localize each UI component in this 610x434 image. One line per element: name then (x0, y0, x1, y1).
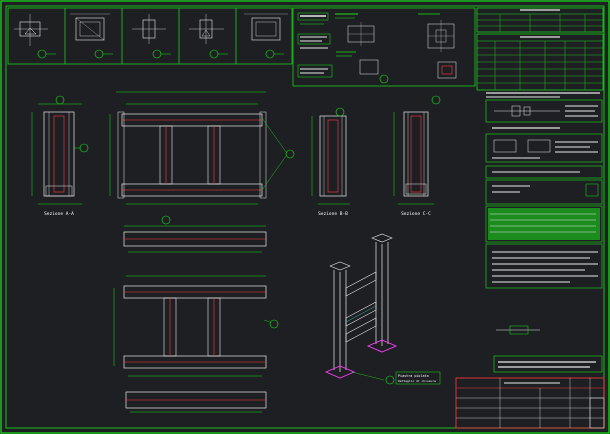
plate-note-sub: Dettaglio di chiusura (398, 379, 436, 383)
section-c-c: Sezione C-C (393, 95, 441, 217)
main-elevation (109, 91, 295, 205)
section-c-label: Sezione C-C (401, 211, 431, 217)
weld-symbol (496, 325, 540, 335)
plan-bottom-beam (125, 391, 267, 413)
general-note (493, 355, 603, 373)
detail-4 (189, 14, 228, 59)
section-b-b: Sezione B-B (311, 107, 350, 217)
plan-main (113, 275, 279, 377)
plate-note: Piastra piolata (398, 374, 429, 378)
right-notes-column (485, 92, 603, 289)
inner-frame (5, 5, 605, 429)
section-a-a: Sezione A-A (31, 95, 89, 217)
table-top-right (476, 7, 604, 91)
detail-5 (244, 13, 288, 59)
note-box-top (292, 7, 476, 87)
section-a-label: Sezione A-A (44, 211, 74, 217)
plan-top-beam (123, 215, 267, 253)
detail-strip (7, 7, 293, 65)
detail-2 (70, 13, 113, 59)
section-b-label: Sezione B-B (318, 211, 348, 217)
detail-1 (14, 14, 56, 59)
detail-3 (132, 14, 171, 59)
isometric-frame: Piastra piolata Dettaglio di chiusura (324, 233, 441, 385)
title-block (455, 377, 605, 429)
